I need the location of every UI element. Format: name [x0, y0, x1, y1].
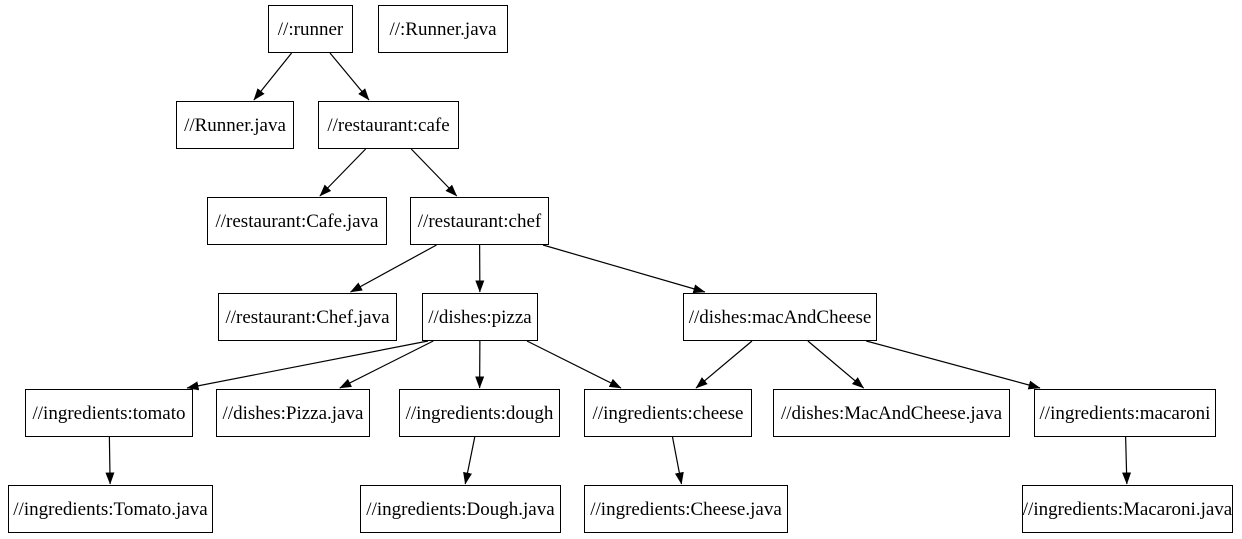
graph-node-cheese: //ingredients:cheese: [584, 389, 752, 437]
edge-chef-to-mac-and-cheese: [542, 244, 706, 294]
graph-node-runner-java-file: //Runner.java: [176, 101, 294, 149]
graph-node-pizza: //dishes:pizza: [422, 293, 538, 341]
edge-pizza-to-tomato: [186, 340, 429, 391]
graph-node-macaroni: //ingredients:macaroni: [1034, 389, 1216, 437]
edge-tomato-to-tomato-java: [105, 436, 115, 485]
graph-node-mac-and-cheese: //dishes:macAndCheese: [683, 293, 877, 341]
graph-node-chef-java: //restaurant:Chef.java: [218, 293, 397, 341]
graph-node-dough: //ingredients:dough: [399, 389, 560, 437]
graph-node-mac-and-cheese-java: //dishes:MacAndCheese.java: [773, 389, 1010, 437]
graph-node-chef: //restaurant:chef: [410, 197, 549, 245]
graph-node-pizza-java: //dishes:Pizza.java: [216, 389, 370, 437]
edge-runner-to-runner-java-file: [253, 52, 293, 101]
edge-cafe-to-cafe-java: [319, 148, 367, 197]
edge-mac-and-cheese-to-cheese: [695, 340, 753, 389]
graph-node-dough-java: //ingredients:Dough.java: [360, 485, 561, 533]
edge-cheese-to-cheese-java: [671, 436, 684, 485]
graph-node-cheese-java: //ingredients:Cheese.java: [584, 485, 788, 533]
edge-mac-and-cheese-to-macaroni: [866, 340, 1041, 390]
edge-pizza-to-pizza-java: [339, 340, 434, 389]
graph-node-runner: //:runner: [268, 5, 353, 53]
graph-node-tomato: //ingredients:tomato: [25, 389, 193, 437]
graph-node-cafe: //restaurant:cafe: [318, 101, 459, 149]
graph-node-macaroni-java: //ingredients:Macaroni.java: [1022, 485, 1233, 533]
edge-pizza-to-cheese: [526, 340, 622, 389]
edge-cafe-to-chef: [410, 148, 458, 197]
edge-macaroni-to-macaroni-java: [1122, 436, 1132, 485]
edge-mac-and-cheese-to-mac-and-cheese-java: [807, 340, 865, 389]
edge-chef-to-chef-java: [350, 244, 437, 293]
graph-node-runner-java-target: //:Runner.java: [378, 5, 508, 53]
edge-dough-to-dough-java: [463, 436, 476, 485]
graph-node-cafe-java: //restaurant:Cafe.java: [207, 197, 387, 245]
graph-node-tomato-java: //ingredients:Tomato.java: [8, 485, 213, 533]
edge-runner-to-cafe: [329, 52, 370, 101]
